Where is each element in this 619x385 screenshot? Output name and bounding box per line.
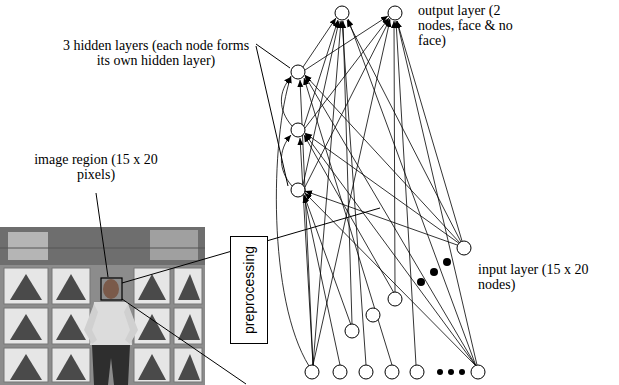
leader-lines <box>96 44 380 384</box>
layer-label: input layer (15 x 20 nodes) <box>478 262 614 292</box>
network-connections <box>276 16 477 366</box>
camera-photo <box>0 227 205 385</box>
layer-label: output layer (2 nodes, face & no face) <box>418 3 514 48</box>
box-text: preprocessing <box>241 246 257 334</box>
ellipsis-dots <box>417 258 465 375</box>
process-box: preprocessing <box>230 236 268 344</box>
layer-label: 3 hidden layers (each node forms its own… <box>58 38 254 68</box>
region-label: image region (15 x 20 pixels) <box>34 152 158 182</box>
neurons <box>291 6 485 379</box>
